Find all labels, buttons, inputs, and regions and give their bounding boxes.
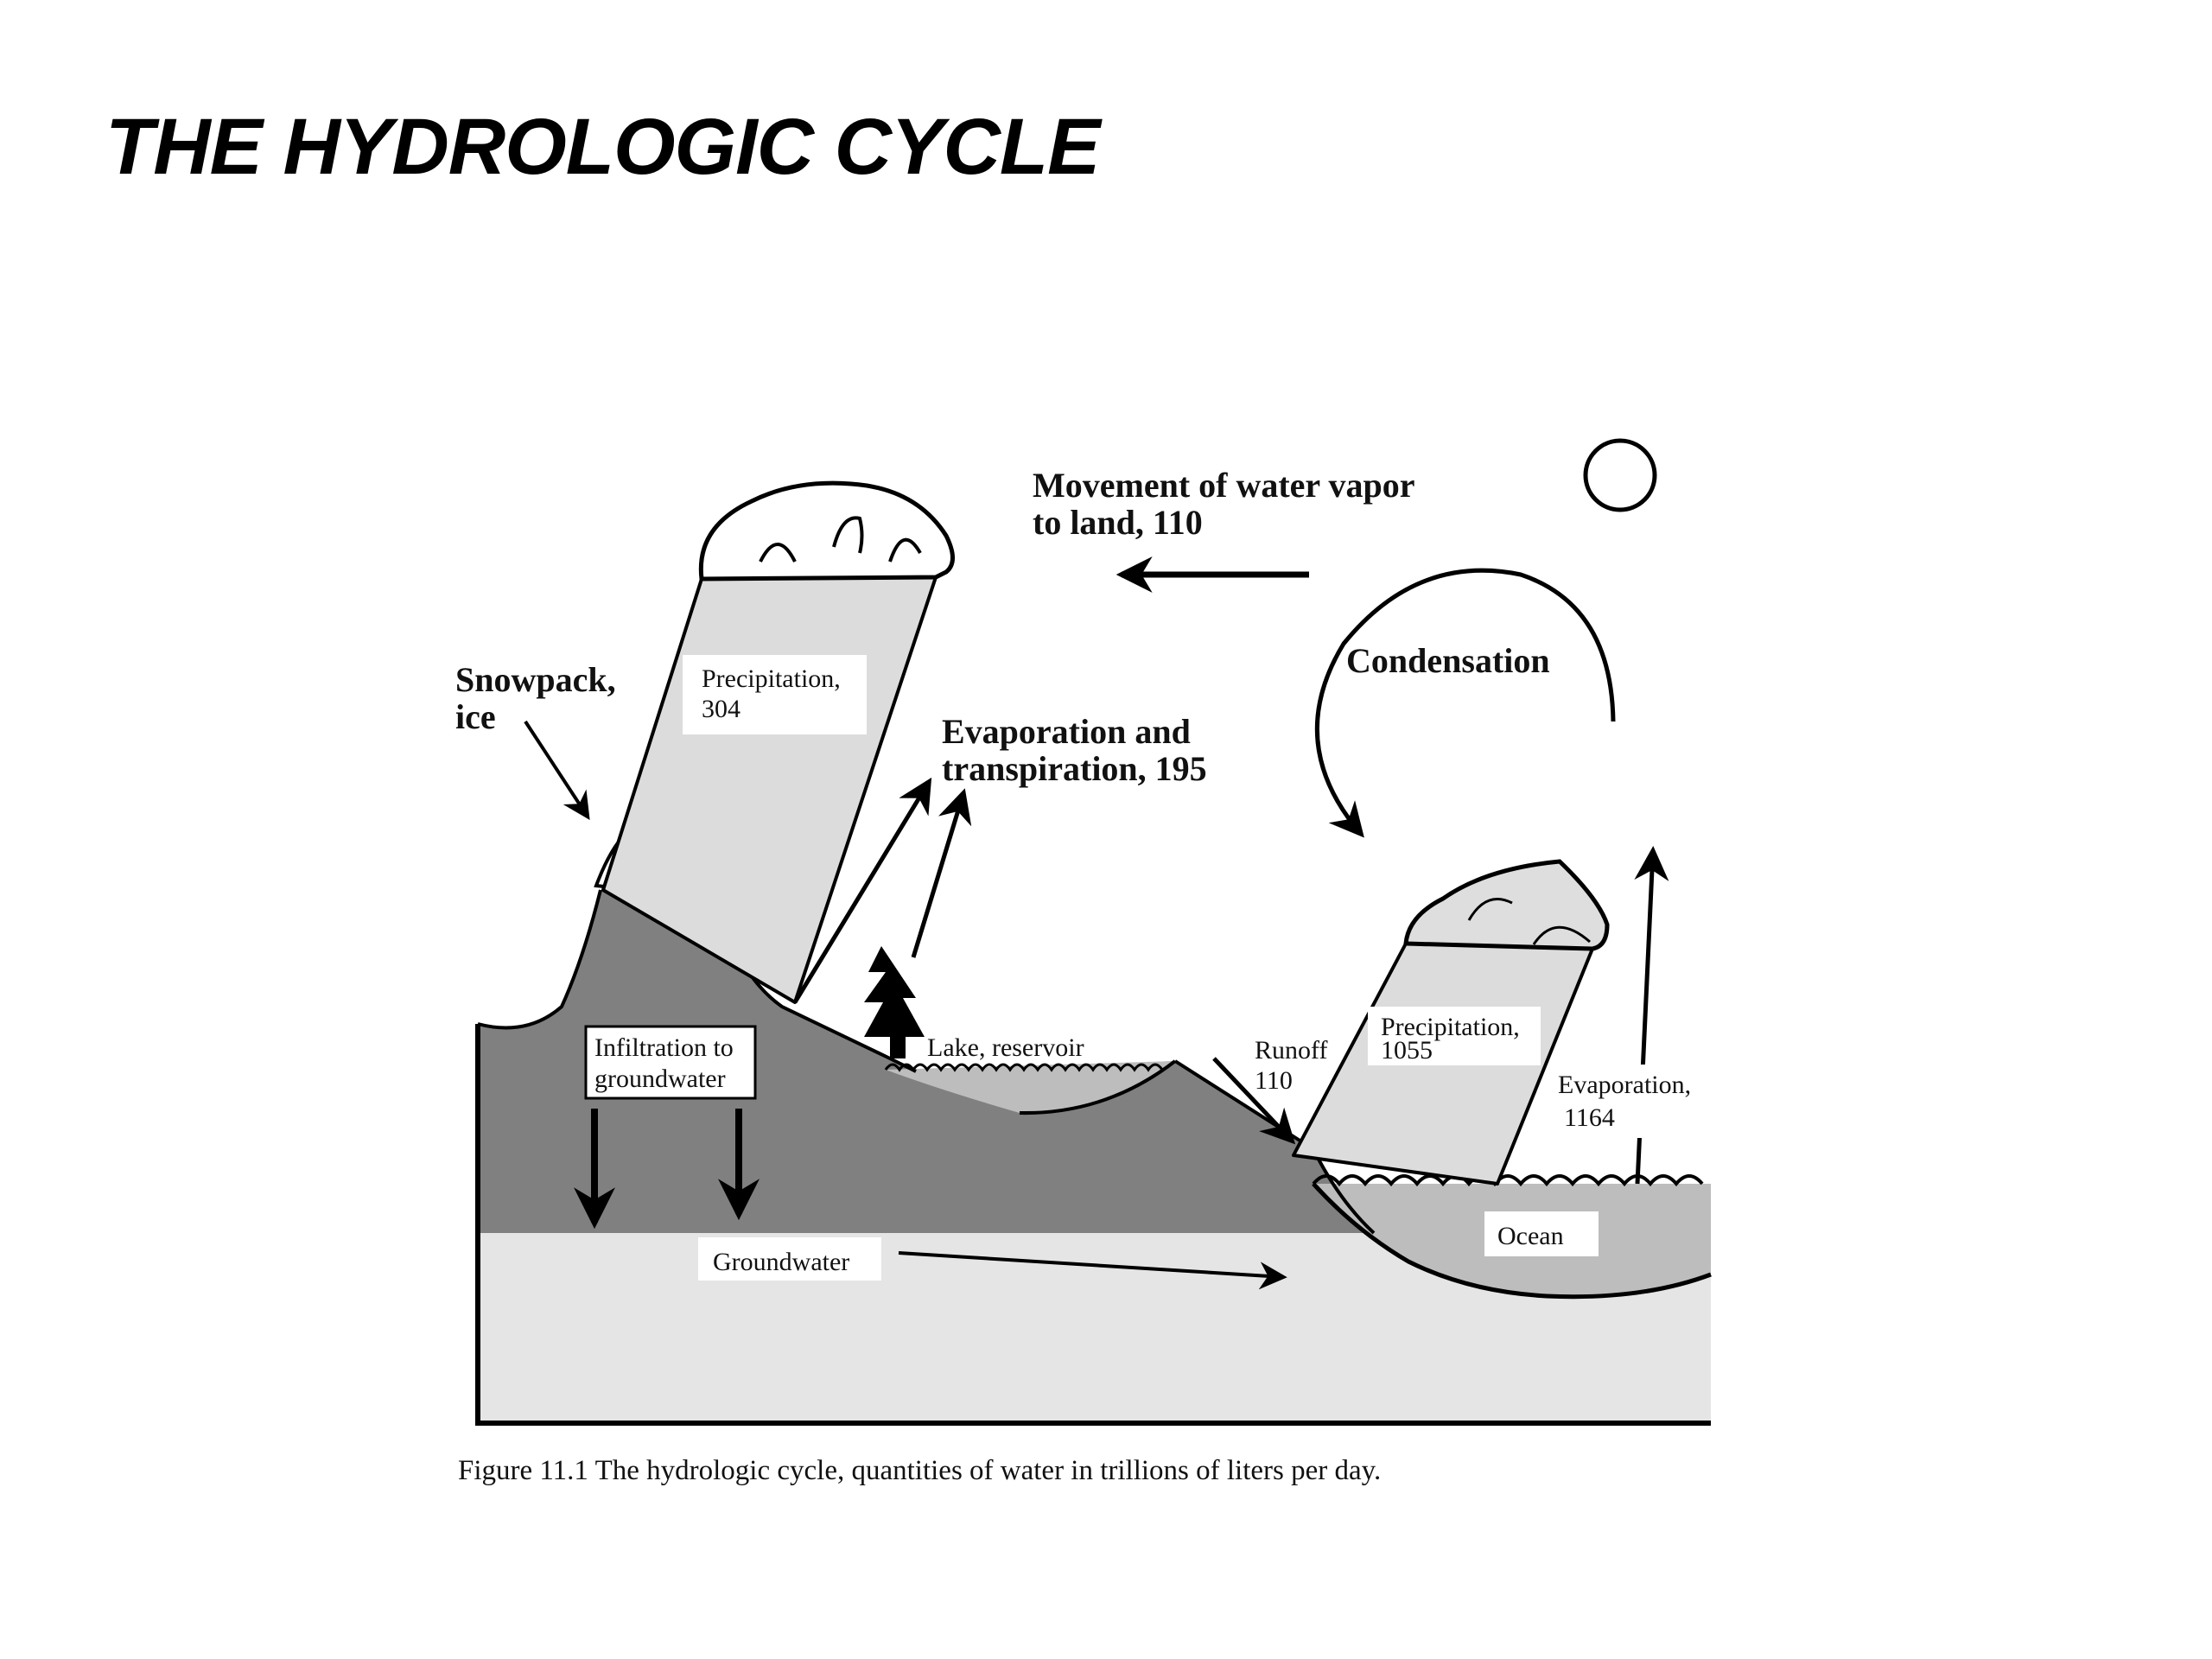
evap-trans-label-line1: Evaporation and	[942, 712, 1191, 751]
land-surface	[478, 890, 1374, 1233]
movement-label-line2: to land, 110	[1033, 503, 1203, 542]
precip-land-label-line2: 304	[702, 695, 741, 723]
ocean-waves	[1312, 1174, 1704, 1187]
cloud-land-detail-3	[888, 537, 922, 563]
evapotranspiration-arrow-1	[792, 777, 932, 1004]
cloud-land-detail-1	[759, 543, 797, 563]
cloud-ocean	[1403, 859, 1610, 951]
evapotranspiration-arrow-2	[911, 788, 972, 958]
lake-waves	[884, 1063, 1164, 1072]
evap-ocean-label-line2: 1164	[1564, 1103, 1615, 1132]
infiltration-label-line1: Infiltration to	[594, 1033, 734, 1062]
hill-outline	[1019, 1059, 1177, 1116]
cloud-ocean-detail-1	[1467, 898, 1513, 921]
tree-icon	[864, 946, 925, 1058]
precip-ocean-label-box	[1368, 1007, 1541, 1065]
diagram-frame	[475, 1024, 1711, 1426]
sun-icon	[1583, 438, 1657, 512]
cloud-land	[698, 480, 955, 582]
snowpack-arrow	[524, 720, 590, 821]
groundwater-flow-arrow	[898, 1251, 1287, 1290]
runoff-label-line2: 110	[1255, 1066, 1293, 1095]
seabed-line	[1312, 1182, 1712, 1300]
ocean-label-box	[1484, 1211, 1599, 1256]
precip-land-label-box	[683, 655, 867, 734]
evap-ocean-label-box	[1551, 1065, 1711, 1138]
precip-ocean-label-line1: Precipitation,	[1381, 1013, 1520, 1041]
precip-land-label-line1: Precipitation,	[702, 664, 841, 693]
groundwater-label-box	[698, 1237, 881, 1281]
groundwater-label: Groundwater	[713, 1248, 849, 1276]
snowpack-label-line2: ice	[455, 697, 496, 736]
cloud-ocean-detail-2	[1532, 925, 1591, 945]
infiltration-label-box	[584, 1025, 757, 1100]
lake-label: Lake, reservoir	[927, 1033, 1084, 1062]
runoff-arrow	[1212, 1057, 1296, 1145]
infiltration-label-line2: groundwater	[594, 1065, 726, 1093]
snowpack-label-line1: Snowpack,	[455, 660, 616, 699]
runoff-label-line1: Runoff	[1255, 1036, 1327, 1065]
evap-ocean-label-line1: Evaporation,	[1558, 1071, 1691, 1099]
evap-trans-label-line2: transpiration, 195	[942, 749, 1207, 788]
slide-title: THE HYDROLOGIC CYCLE	[105, 103, 1100, 191]
figure-caption: Figure 11.1 The hydrologic cycle, quanti…	[458, 1455, 1381, 1486]
precip-ocean-label-line2: 1055	[1381, 1036, 1433, 1065]
ocean-label: Ocean	[1497, 1222, 1564, 1250]
cloud-land-detail-2	[832, 516, 864, 554]
condensation-arc	[1314, 568, 1616, 838]
condensation-label: Condensation	[1346, 641, 1550, 680]
movement-label-line1: Movement of water vapor	[1033, 466, 1414, 505]
